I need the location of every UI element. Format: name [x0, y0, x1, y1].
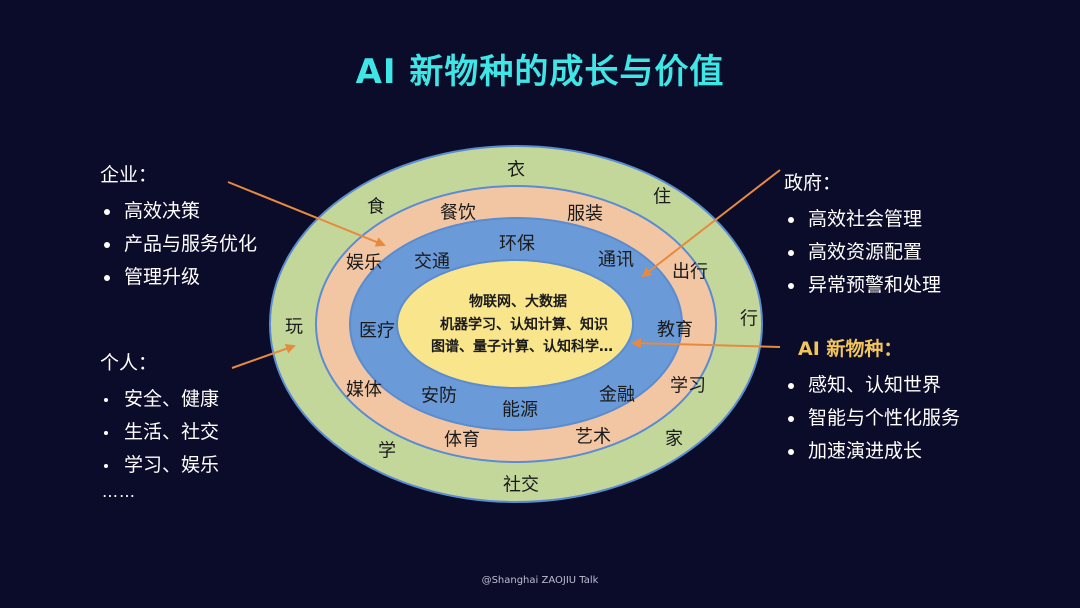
core-line: 图谱、量子计算、认知科学…: [431, 338, 613, 355]
list-item: 学习、娱乐: [100, 449, 219, 482]
third-ring-label: 安防: [421, 386, 457, 407]
list-item: 安全、健康: [100, 383, 219, 416]
list-item: 加速演进成长: [784, 435, 960, 468]
ai-species-heading: AI 新物种：: [798, 338, 903, 360]
personal-block: 个人： 安全、健康 生活、社交 学习、娱乐 ……: [100, 348, 219, 502]
second-ring-label: 体育: [444, 430, 480, 451]
second-ring-label: 艺术: [575, 427, 611, 448]
outer-label: 衣: [507, 160, 525, 181]
outer-label: 社交: [503, 475, 539, 496]
footer-credit: @Shanghai ZAOJIU Talk: [481, 575, 599, 586]
outer-label: 家: [665, 429, 683, 450]
third-ring-label: 通讯: [598, 250, 634, 271]
list-item: 管理升级: [100, 261, 257, 294]
list-item: 异常预警和处理: [784, 269, 941, 302]
personal-arrow: [231, 343, 296, 369]
personal-list: 安全、健康 生活、社交 学习、娱乐: [100, 383, 219, 482]
second-ring-label: 娱乐: [346, 253, 382, 274]
outer-label: 住: [653, 187, 671, 208]
list-item: 高效社会管理: [784, 203, 941, 236]
outer-label: 玩: [285, 317, 303, 338]
enterprise-arrow: [227, 181, 386, 247]
third-ring-label: 医疗: [359, 321, 395, 342]
list-item: 高效决策: [100, 195, 257, 228]
enterprise-heading: 企业：: [100, 164, 158, 186]
ring-core: [396, 259, 634, 389]
third-ring-label: 环保: [499, 234, 535, 255]
personal-more: ……: [102, 482, 136, 501]
list-item: 感知、认知世界: [784, 369, 960, 402]
core-line: 物联网、大数据: [469, 293, 567, 310]
third-ring-label: 交通: [414, 252, 450, 273]
government-block: 政府： 高效社会管理 高效资源配置 异常预警和处理: [784, 168, 941, 302]
ai-species-arrow: [631, 338, 781, 349]
outer-label: 行: [740, 309, 758, 330]
outer-label: 学: [378, 441, 396, 462]
list-item: 高效资源配置: [784, 236, 941, 269]
government-list: 高效社会管理 高效资源配置 异常预警和处理: [784, 203, 941, 302]
enterprise-block: 企业： 高效决策 产品与服务优化 管理升级: [100, 160, 257, 294]
outer-label: 食: [367, 197, 385, 218]
second-ring-label: 教育: [657, 320, 693, 341]
third-ring-label: 能源: [502, 400, 538, 421]
second-ring-label: 服装: [567, 204, 603, 225]
government-arrow: [641, 169, 781, 278]
core-line: 机器学习、认知计算、知识: [440, 316, 608, 333]
second-ring-label: 餐饮: [440, 203, 476, 224]
list-item: 产品与服务优化: [100, 228, 257, 261]
enterprise-list: 高效决策 产品与服务优化 管理升级: [100, 195, 257, 294]
list-item: 生活、社交: [100, 416, 219, 449]
page-title: AI 新物种的成长与价值: [355, 52, 725, 92]
personal-heading: 个人：: [100, 352, 158, 374]
list-item: 智能与个性化服务: [784, 402, 960, 435]
ai-species-list: 感知、认知世界 智能与个性化服务 加速演进成长: [784, 369, 960, 468]
second-ring-label: 学习: [670, 376, 706, 397]
third-ring-label: 金融: [599, 385, 635, 406]
second-ring-label: 媒体: [346, 380, 382, 401]
government-heading: 政府：: [784, 172, 842, 194]
second-ring-label: 出行: [672, 262, 708, 283]
ai-species-block: AI 新物种： 感知、认知世界 智能与个性化服务 加速演进成长: [788, 334, 960, 468]
